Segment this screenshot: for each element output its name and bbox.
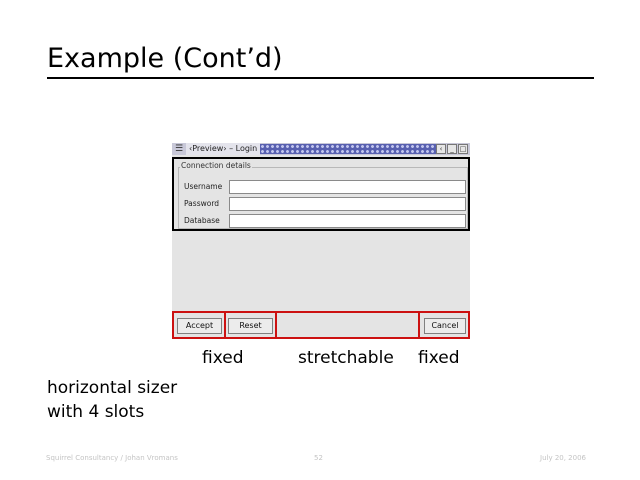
database-field[interactable] bbox=[229, 214, 466, 228]
top-section: Username Password Database Connection de… bbox=[172, 157, 470, 231]
footer-page-number: 52 bbox=[314, 454, 323, 462]
reset-button[interactable]: Reset bbox=[228, 318, 273, 334]
menu-icon[interactable]: ☰ bbox=[174, 144, 184, 154]
maximize-icon[interactable]: □ bbox=[458, 144, 468, 154]
footer-date: July 20, 2006 bbox=[540, 454, 586, 462]
database-label: Database bbox=[184, 216, 220, 225]
password-field[interactable] bbox=[229, 197, 466, 211]
horizontal-sizer: Accept Reset Cancel bbox=[172, 311, 470, 339]
titlebar-pattern bbox=[260, 144, 436, 154]
cancel-button[interactable]: Cancel bbox=[424, 318, 466, 334]
slot-divider bbox=[275, 313, 277, 337]
caption: horizontal sizer with 4 slots bbox=[47, 376, 177, 424]
password-label: Password bbox=[184, 199, 220, 208]
title-rule bbox=[47, 77, 594, 79]
fixed-left-label: fixed bbox=[202, 348, 244, 368]
window-titlebar[interactable]: ☰ ‹Preview› – Login ‹ _ □ bbox=[172, 143, 470, 155]
window-client-area: Username Password Database Connection de… bbox=[172, 155, 470, 339]
caption-line-1: horizontal sizer bbox=[47, 378, 178, 398]
back-icon[interactable]: ‹ bbox=[436, 144, 446, 154]
slide-title: Example (Cont’d) bbox=[47, 43, 283, 74]
group-legend: Connection details bbox=[180, 161, 252, 171]
preview-window: ☰ ‹Preview› – Login ‹ _ □ Username Passw… bbox=[172, 143, 470, 339]
stretchable-label: stretchable bbox=[298, 348, 394, 368]
fixed-right-label: fixed bbox=[418, 348, 460, 368]
slot-divider bbox=[224, 313, 226, 337]
window-title: ‹Preview› – Login bbox=[186, 143, 261, 155]
caption-line-2: with 4 slots bbox=[47, 402, 145, 422]
accept-button[interactable]: Accept bbox=[177, 318, 222, 334]
username-field[interactable] bbox=[229, 180, 466, 194]
minimize-icon[interactable]: _ bbox=[447, 144, 457, 154]
connection-details-group: Username Password Database bbox=[178, 167, 468, 229]
slot-divider bbox=[418, 313, 420, 337]
footer-author: Squirrel Consultancy / Johan Vromans bbox=[46, 454, 178, 462]
username-label: Username bbox=[184, 182, 223, 191]
